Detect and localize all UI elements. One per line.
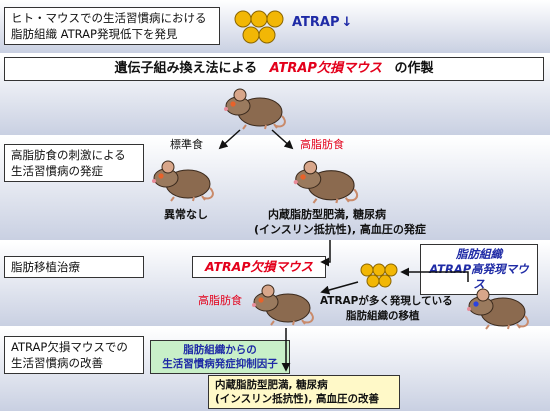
- step1-suffix: の作製: [394, 61, 434, 76]
- high-fat-mouse-icon: [290, 154, 364, 204]
- knockout-mouse-icon: [222, 82, 290, 130]
- factor-box: 脂肪組織からの 生活習慣病発症抑制因子: [150, 340, 290, 374]
- result-normal-label: 異常なし: [164, 208, 208, 221]
- ko-mouse-title: ATRAP欠損マウス: [192, 256, 326, 278]
- step3-diet-label: 高脂肪食: [198, 294, 242, 307]
- atrap-decrease-label: ATRAP↓: [292, 16, 352, 30]
- overexpress-line1: 脂肪組織: [456, 247, 502, 261]
- step4-side1: ATRAP欠損マウスでの: [11, 340, 128, 354]
- overexpress-mouse-icon: [462, 282, 536, 330]
- down-arrow-icon: ↓: [341, 15, 353, 30]
- step1-title-box: 遺伝子組み換え法による ATRAP欠損マウス の作製: [4, 57, 544, 81]
- intro-line2: 脂肪組織 ATRAP発現低下を発見: [11, 27, 178, 41]
- step2-side-box: 高脂肪食の刺激による 生活習慣病の発症: [4, 144, 144, 182]
- outcome-line2: (インスリン抵抗性), 高血圧の改善: [215, 393, 380, 405]
- outcome-box: 内蔵脂肪型肥満, 糖尿病 (インスリン抵抗性), 高血圧の改善: [208, 375, 400, 409]
- atrap-label: ATRAP: [292, 15, 340, 30]
- step4-side-box: ATRAP欠損マウスでの 生活習慣病の改善: [4, 336, 144, 374]
- result-high-line1: 内蔵脂肪型肥満, 糖尿病: [268, 208, 387, 221]
- treated-mouse-icon: [250, 278, 318, 326]
- step3-side-box: 脂肪移植治療: [4, 256, 144, 278]
- fat-cells-icon: [234, 10, 284, 44]
- step3-side: 脂肪移植治療: [11, 260, 80, 274]
- transplant-line1: ATRAPが多く発現している: [320, 295, 453, 307]
- step2-side2: 生活習慣病の発症: [11, 164, 103, 178]
- step1-prefix: 遺伝子組み換え法による: [114, 61, 258, 76]
- diet-high-label: 高脂肪食: [300, 138, 344, 151]
- intro-box: ヒト・マウスでの生活習慣病における 脂肪組織 ATRAP発現低下を発見: [4, 7, 220, 45]
- factor-line2: 生活習慣病発症抑制因子: [162, 358, 278, 370]
- step4-side2: 生活習慣病の改善: [11, 356, 103, 370]
- factor-line1: 脂肪組織からの: [183, 344, 257, 356]
- intro-line1: ヒト・マウスでの生活習慣病における: [11, 11, 207, 25]
- divider: [0, 326, 550, 328]
- diet-normal-label: 標準食: [170, 138, 203, 151]
- transplant-line2: 脂肪組織の移植: [346, 310, 420, 322]
- divider: [0, 240, 550, 242]
- step2-side1: 高脂肪食の刺激による: [11, 148, 126, 162]
- outcome-line1: 内蔵脂肪型肥満, 糖尿病: [215, 379, 328, 391]
- normal-diet-mouse-icon: [150, 154, 218, 202]
- divider: [0, 53, 550, 55]
- step1-highlight: ATRAP欠損マウス: [269, 61, 382, 76]
- result-high-line2: (インスリン抵抗性), 高血圧の発症: [254, 223, 426, 236]
- transplant-fat-icon: [360, 263, 398, 288]
- overexpress-mouse-title: 脂肪組織 ATRAP高発現マウス: [420, 244, 538, 295]
